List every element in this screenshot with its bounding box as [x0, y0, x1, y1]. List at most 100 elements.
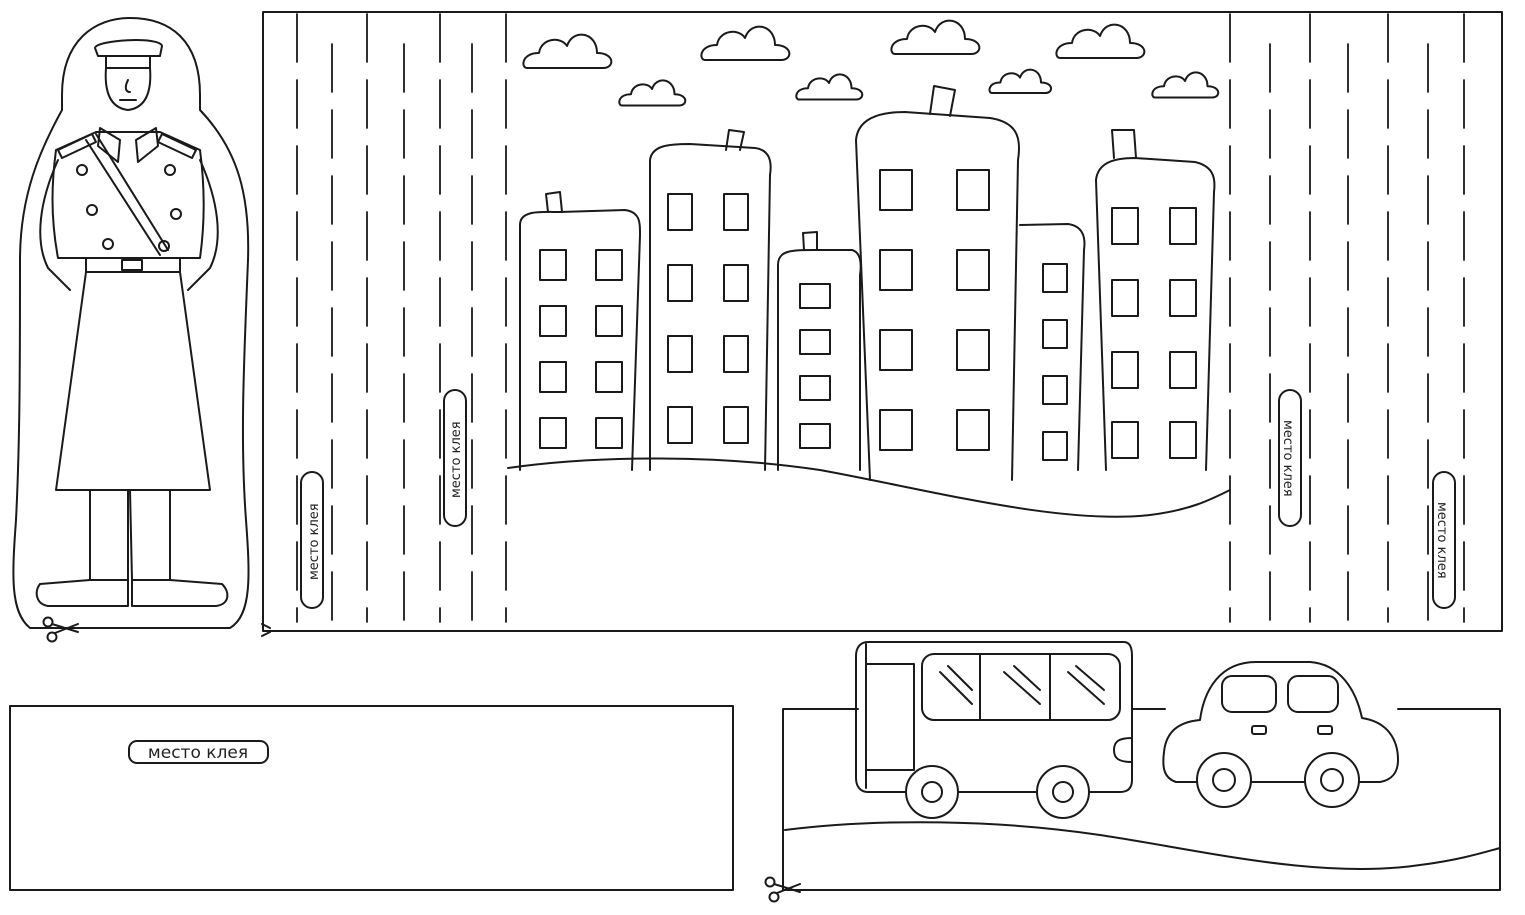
glue-label: место клея [148, 743, 248, 763]
building-5 [1019, 223, 1086, 471]
building-window [539, 417, 567, 449]
shoulder-strap [85, 133, 169, 256]
right-arm [187, 159, 219, 291]
building-window [723, 193, 749, 231]
coat-button [76, 164, 88, 176]
building-window [1111, 207, 1139, 245]
building-window [667, 335, 693, 373]
cloud [1151, 71, 1220, 99]
building-windows [539, 169, 1197, 461]
left-boot [35, 579, 129, 607]
building-window [879, 409, 913, 451]
glue-label: место клея [1280, 420, 1295, 497]
road-panel [782, 641, 1501, 891]
legs [89, 489, 171, 581]
policeman-cut-outline [12, 17, 250, 629]
face [104, 67, 152, 111]
building-window [667, 193, 693, 231]
cloud [795, 73, 864, 101]
building-window [595, 417, 623, 449]
glue-tab-4: место клея [1432, 471, 1456, 609]
cloud [890, 19, 981, 55]
building-window [879, 249, 913, 291]
clouds [522, 19, 1220, 107]
glue-label: место клея [307, 503, 322, 580]
car [1162, 661, 1399, 808]
cloud [618, 79, 687, 107]
building-window [595, 361, 623, 393]
cloud [700, 25, 791, 61]
building-window [539, 305, 567, 337]
building-3 [777, 231, 862, 471]
building-window [879, 169, 913, 211]
building-window [1042, 263, 1068, 293]
coat-button [102, 238, 114, 250]
building-window [799, 375, 831, 401]
glue-label: место клея [449, 421, 464, 498]
city-panel: место клея место клея место клея место к… [262, 11, 1503, 632]
coat-button [170, 208, 182, 220]
building-1 [519, 191, 641, 471]
building-window [956, 329, 990, 371]
building-window [1169, 351, 1197, 389]
building-window [667, 406, 693, 444]
building-window [1169, 421, 1197, 459]
scissors-icon [42, 616, 79, 643]
glue-strip-border [9, 705, 734, 891]
right-boot [131, 579, 229, 607]
road-line [784, 821, 1501, 871]
glue-tab-1: место клея [300, 471, 324, 609]
building-window [1169, 207, 1197, 245]
building-window [799, 283, 831, 309]
belt-buckle [121, 259, 143, 271]
hill-line [507, 457, 1231, 518]
building-window [595, 305, 623, 337]
cap-top [94, 39, 163, 57]
building-window [956, 249, 990, 291]
building-window [723, 264, 749, 302]
fold-lines-right [1229, 13, 1465, 623]
car-wheel [1304, 752, 1360, 808]
glue-tab-2: место клея [443, 389, 467, 527]
building-window [1111, 421, 1139, 459]
nose [124, 79, 131, 93]
bus-wheel [1036, 765, 1090, 819]
fold-lines-left [296, 13, 507, 623]
building-window [956, 409, 990, 451]
glue-label: место клея [1434, 502, 1449, 579]
building-window [595, 249, 623, 281]
glue-tag [128, 740, 269, 764]
building-window [1111, 279, 1139, 317]
glue-tab-3: место клея [1278, 389, 1302, 527]
building-6 [1095, 129, 1216, 471]
building-window [723, 335, 749, 373]
building-window [1042, 431, 1068, 461]
coat-button [164, 164, 176, 176]
building-4 [855, 85, 1020, 481]
building-window [1169, 279, 1197, 317]
cap-band [105, 55, 151, 69]
car-wheel [1196, 752, 1252, 808]
cloud [1055, 23, 1146, 59]
building-window [799, 423, 831, 449]
city-panel-border [262, 11, 1503, 632]
right-epaulette [157, 133, 197, 159]
building-window [539, 361, 567, 393]
building-window [1042, 319, 1068, 349]
bus [855, 641, 1133, 819]
building-window [879, 329, 913, 371]
building-window [1111, 351, 1139, 389]
glue-strip-panel: место клея [9, 705, 734, 891]
scissors-icon [764, 876, 801, 903]
building-window [667, 264, 693, 302]
building-2 [649, 129, 772, 471]
scissors-icon [261, 623, 271, 637]
collar [97, 127, 159, 163]
bus-wheel [905, 765, 959, 819]
building-window [723, 406, 749, 444]
coat-button [86, 204, 98, 216]
coat-button [158, 240, 170, 252]
building-window [799, 329, 831, 355]
building-window [956, 169, 990, 211]
